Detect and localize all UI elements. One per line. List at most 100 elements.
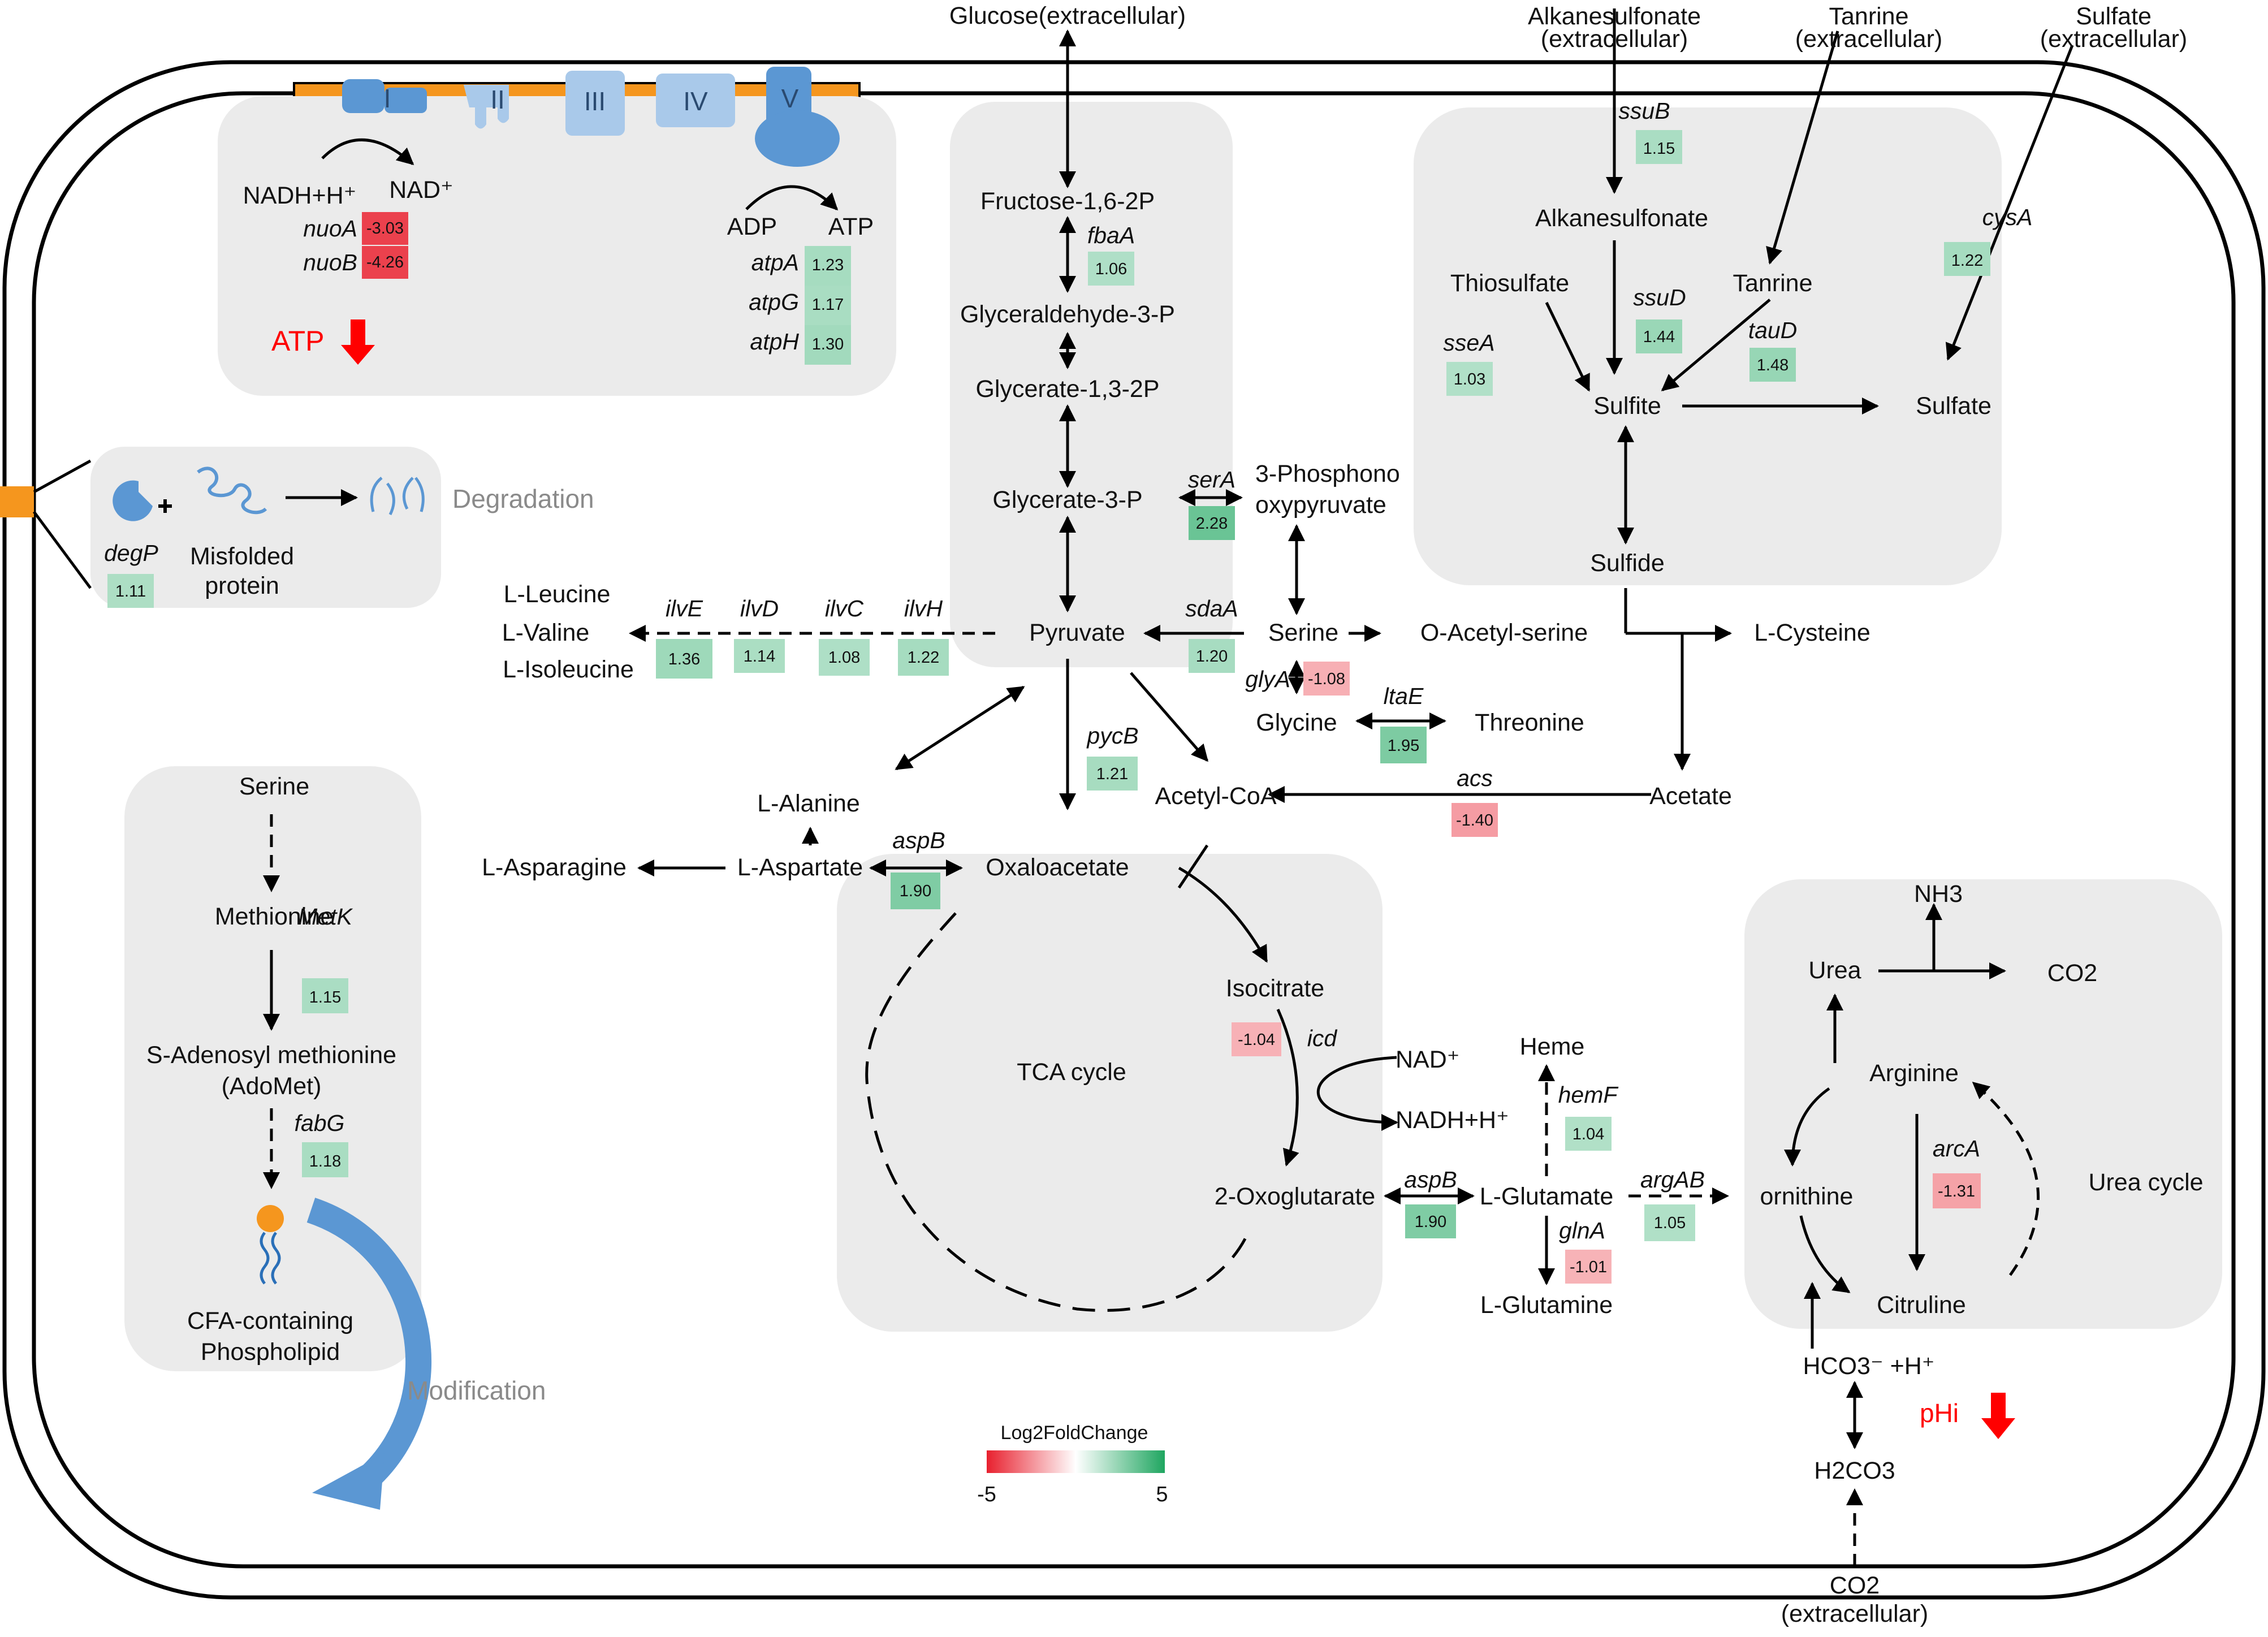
sulfide-label: Sulfide (1590, 550, 1664, 577)
tanrine-ext-sub: (extracellular) (1795, 25, 1942, 53)
svg-text:cysA: cysA (1982, 204, 2033, 230)
svg-text:glnA: glnA (1559, 1217, 1605, 1243)
alkanesulfonate-label: Alkanesulfonate (1535, 205, 1708, 232)
fold-change-tile (819, 639, 870, 676)
svg-text:ilvD: ilvD (740, 595, 779, 621)
complex-i-shape (342, 79, 385, 113)
outer-membrane (2, 60, 2266, 1600)
fold-change-tile (1380, 727, 1427, 763)
modification-arrow-icon (306, 1198, 432, 1489)
degraded-protein-icon (370, 477, 425, 516)
respiration-panel (218, 96, 896, 396)
svg-text:1.36: 1.36 (668, 650, 700, 668)
fold-change-tile (1189, 506, 1235, 540)
h2co3-label: H2CO3 (1814, 1457, 1895, 1484)
alkanesulfonate-ext-sub: (extracellular) (1541, 25, 1688, 53)
svg-text:-1.40: -1.40 (1456, 811, 1493, 830)
glucose-ext-label: Glucose(extracellular) (949, 2, 1186, 29)
nad2-label: NAD⁺ (1396, 1046, 1459, 1073)
gene-cysA: cysA 1.22 (1944, 204, 2032, 276)
labels: Glucose(extracellular) Alkanesulfonate (… (146, 2, 2204, 1627)
svg-text:1.15: 1.15 (1643, 140, 1675, 158)
ornithine-label: ornithine (1760, 1183, 1854, 1210)
membrane-anchor (0, 486, 34, 517)
complex-iv-label: IV (683, 87, 708, 116)
svg-text:icd: icd (1307, 1025, 1338, 1051)
glycolysis-panel (950, 102, 1233, 667)
acetylcoa-label: Acetyl-CoA (1155, 783, 1276, 810)
nh3-label: NH3 (1914, 880, 1963, 908)
down-arrow-icon (341, 319, 375, 365)
svg-text:1.03: 1.03 (1454, 370, 1485, 388)
svg-text:1.04: 1.04 (1573, 1125, 1604, 1143)
fold-change-tile (1644, 1204, 1695, 1241)
fold-change-tile (656, 639, 712, 679)
complex-i-label: I (384, 84, 391, 113)
svg-text:argAB: argAB (1640, 1167, 1705, 1193)
protease-icon (113, 480, 153, 521)
svg-text:1.48: 1.48 (1757, 356, 1789, 374)
svg-text:-1.31: -1.31 (1938, 1182, 1975, 1200)
tanrine-ext-label: Tanrine (1829, 3, 1908, 30)
complex-iii-shape (565, 71, 625, 136)
fold-change-tile (1636, 319, 1682, 353)
oxaloacetate-label: Oxaloacetate (986, 854, 1129, 881)
svg-text:1.90: 1.90 (1415, 1213, 1446, 1231)
sulfate-ext-sub: (extracellular) (2040, 25, 2187, 53)
lglutamate-label: L-Glutamate (1480, 1183, 1614, 1210)
oxoglutarate-label: 2-Oxoglutarate (1215, 1183, 1375, 1210)
cfa-label-1: CFA-containing (187, 1307, 353, 1334)
svg-text:1.22: 1.22 (908, 649, 939, 667)
svg-text:1.44: 1.44 (1643, 328, 1675, 346)
asparagine-label: L-Asparagine (482, 854, 627, 881)
svg-text:2.28: 2.28 (1196, 515, 1228, 533)
svg-text:ssuD: ssuD (1633, 284, 1686, 310)
urea-panel (1744, 879, 2222, 1329)
leucine-label: L-Leucine (504, 581, 611, 608)
svg-text:fabG: fabG (295, 1110, 345, 1136)
sulfate-label: Sulfate (1916, 392, 1991, 420)
gene-icd: icd-1.04 (1232, 1022, 1337, 1056)
pathway-arrows (263, 8, 2074, 1566)
respiratory-complexes: I II III IV V (342, 67, 840, 167)
svg-text:ssuB: ssuB (1618, 98, 1670, 124)
fold-change-tile (1933, 1173, 1981, 1208)
complex-v-label: V (781, 84, 799, 113)
nad-label: NAD⁺ (389, 176, 453, 204)
fold-change-tile (1189, 639, 1235, 673)
fold-change-tile (1303, 662, 1350, 696)
fold-change-tile (1088, 252, 1134, 286)
complex-v-head (755, 110, 840, 167)
svg-text:1.14: 1.14 (744, 647, 775, 666)
gene-ilvD: ilvD 1.14 (734, 595, 785, 673)
svg-text:aspB: aspB (892, 827, 945, 853)
svg-text:1.17: 1.17 (812, 296, 844, 314)
misfolded-label-2: protein (205, 572, 279, 599)
fold-change-tile (1405, 1204, 1456, 1238)
gene-glyA: glyA-1.08 (1245, 662, 1350, 696)
svg-text:1.30: 1.30 (812, 335, 844, 353)
isocitrate-label: Isocitrate (1226, 975, 1324, 1002)
fold-change-tile (805, 286, 851, 325)
phospholipid-icon (257, 1205, 284, 1285)
svg-text:ilvH: ilvH (904, 595, 943, 621)
fold-change-tile (1451, 803, 1498, 837)
tca-panel (837, 854, 1383, 1332)
svg-text:-1.01: -1.01 (1570, 1258, 1607, 1276)
gene-nuoA: nuoA-3.03 (303, 212, 408, 245)
legend-title: Log2FoldChange (1001, 1422, 1148, 1444)
svg-text:acs: acs (1457, 765, 1493, 791)
g3p-label: Glyceraldehyde-3-P (960, 301, 1175, 328)
gene-arcA: arcA-1.31 (1933, 1135, 1981, 1208)
svg-text:1.22: 1.22 (1951, 252, 1983, 270)
fold-change-tile (302, 1142, 348, 1177)
g13p-label: Glycerate-1,3-2P (975, 375, 1159, 403)
svg-text:ilvE: ilvE (666, 595, 703, 621)
svg-text:atpA: atpA (751, 249, 799, 275)
